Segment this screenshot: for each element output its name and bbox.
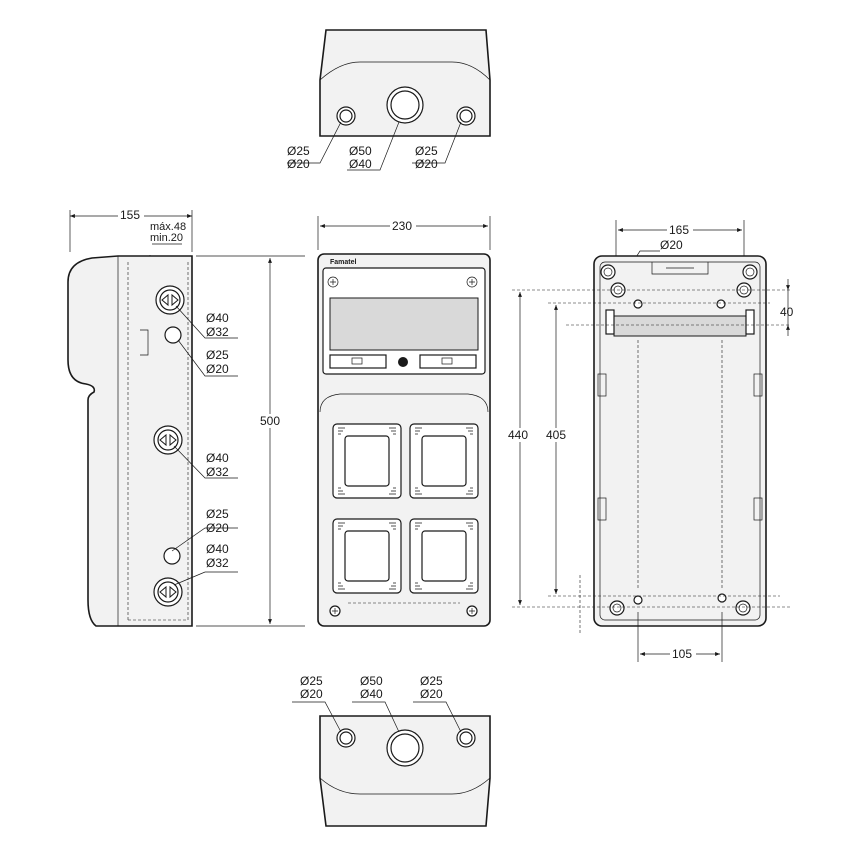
brand-label: Famatel xyxy=(330,259,357,266)
latch-right xyxy=(419,354,477,369)
side-hole-1 xyxy=(164,326,182,344)
side-min-label: min.20 xyxy=(150,232,183,244)
top-view: Ø25 Ø20 Ø50 Ø40 Ø25 Ø20 xyxy=(287,29,491,171)
back-rail-spacing-label: 105 xyxy=(672,647,692,661)
top-label-left-b: Ø20 xyxy=(287,157,310,171)
bottom-view: Ø25 Ø20 Ø50 Ø40 Ø25 Ø20 xyxy=(292,674,491,827)
side-label-1b: Ø32 xyxy=(206,325,229,339)
side-label-5a: Ø40 xyxy=(206,542,229,556)
side-label-3b: Ø32 xyxy=(206,465,229,479)
lock-icon xyxy=(398,357,408,367)
latch-left xyxy=(329,354,387,369)
back-spacing-label: 165 xyxy=(669,223,689,237)
bottom-label-right-b: Ø20 xyxy=(420,687,443,701)
side-label-4b: Ø20 xyxy=(206,521,229,535)
top-label-center-b: Ø40 xyxy=(349,157,372,171)
back-offset-label: 40 xyxy=(780,305,794,319)
back-outer-height-label: 440 xyxy=(508,428,528,442)
side-hole-2 xyxy=(163,547,181,565)
back-hole-label: Ø20 xyxy=(660,238,683,252)
top-label-right-b: Ø20 xyxy=(415,157,438,171)
back-inner-height-label: 405 xyxy=(546,428,566,442)
side-label-3a: Ø40 xyxy=(206,451,229,465)
side-depth-label: 155 xyxy=(120,208,140,222)
side-view: 155 máx.48 min.20 xyxy=(67,208,305,627)
side-label-1a: Ø40 xyxy=(206,311,229,325)
bottom-label-left-b: Ø20 xyxy=(300,687,323,701)
bottom-label-right-a: Ø25 xyxy=(420,674,443,688)
din-rail xyxy=(613,315,747,337)
side-height-label: 500 xyxy=(260,414,280,428)
side-label-2a: Ø25 xyxy=(206,348,229,362)
side-label-2b: Ø20 xyxy=(206,362,229,376)
top-label-left-a: Ø25 xyxy=(287,144,310,158)
front-width-label: 230 xyxy=(392,219,412,233)
back-mount-hole-br xyxy=(735,600,751,616)
front-view: 230 Famatel xyxy=(317,216,491,627)
top-label-center-a: Ø50 xyxy=(349,144,372,158)
side-max-label: máx.48 xyxy=(150,221,186,233)
side-view-body xyxy=(67,255,193,627)
side-label-5b: Ø32 xyxy=(206,556,229,570)
back-view: 165 Ø20 440 xyxy=(506,220,794,662)
bottom-label-center-a: Ø50 xyxy=(360,674,383,688)
side-gland-3 xyxy=(153,577,183,607)
window-panel xyxy=(329,297,479,351)
side-label-4a: Ø25 xyxy=(206,507,229,521)
back-view-body xyxy=(593,255,767,627)
bottom-label-center-b: Ø40 xyxy=(360,687,383,701)
back-mount-hole-bl xyxy=(609,600,625,616)
bottom-label-left-a: Ø25 xyxy=(300,674,323,688)
top-label-right-a: Ø25 xyxy=(415,144,438,158)
